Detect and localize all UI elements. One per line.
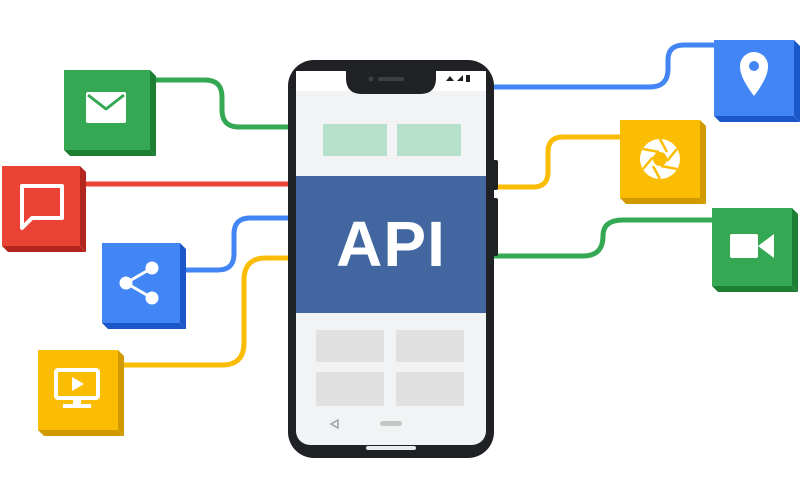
mint-tile-right [397,124,461,156]
connector-video-screen [115,255,299,368]
camera-shutter-icon [640,138,680,180]
signal-icon [446,76,454,81]
api-banner [296,176,486,313]
gray-tile-3 [316,372,384,406]
email-cube [64,70,156,156]
video-screen-cube [38,350,124,436]
video-screen-icon [54,368,100,408]
location-cube [714,40,800,122]
gray-tile-1 [316,330,384,362]
video-camera-cube [712,208,798,292]
connector-share [177,215,299,273]
connector-video-camera [490,217,716,259]
camera-cube [620,120,706,204]
email-icon [86,92,126,123]
connector-email [147,77,299,130]
share-icon [119,261,159,305]
gray-tile-4 [396,372,464,406]
api-label: API [336,208,446,280]
gray-tile-2 [396,330,464,362]
share-cube [102,243,186,329]
phone: API [288,60,498,458]
video-camera-icon [730,234,774,258]
home-indicator [366,446,416,450]
location-icon [740,52,768,96]
speaker-grille [378,77,404,81]
mint-tile-left [323,124,387,156]
back-nav-icon[interactable] [329,418,339,430]
connector-location [490,42,719,90]
wifi-icon [457,75,463,81]
connectors [82,42,719,368]
home-nav-pill[interactable] [380,421,402,426]
status-icons [446,75,470,82]
chat-icon [20,184,64,230]
chat-cube [2,166,86,252]
connector-camera [490,134,625,190]
battery-icon [466,75,470,82]
front-camera [368,76,374,82]
phone-notch [346,71,436,94]
